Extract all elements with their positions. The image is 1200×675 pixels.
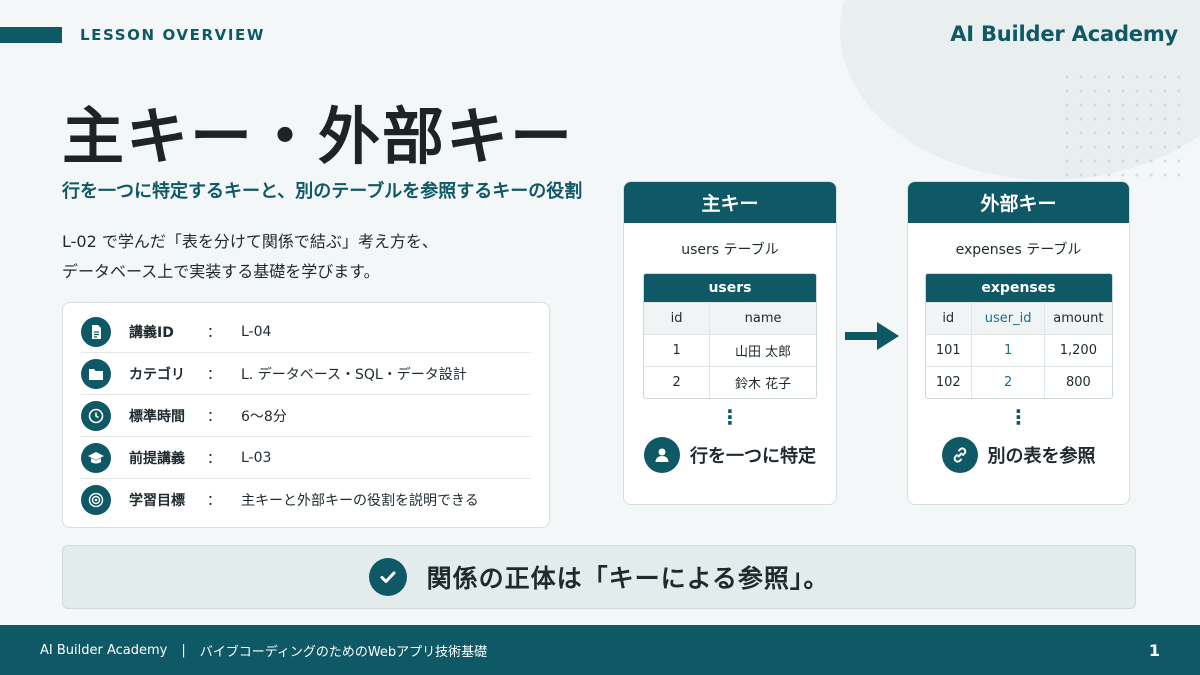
footer-course-title: バイブコーディングのためのWebアプリ技術基礎 <box>199 644 488 660</box>
table-caption: users テーブル <box>681 242 779 258</box>
info-label: カテゴリ <box>129 366 185 383</box>
key-takeaway-banner: 関係の正体は「キーによる参照」。 <box>62 545 1136 609</box>
footer-brand: AI Builder Academy <box>40 642 168 658</box>
info-value: 6〜8分 <box>241 408 287 425</box>
panel-footer: 別の表を参照 <box>908 437 1129 473</box>
table-row: 1 山田 太郎 <box>644 334 816 366</box>
panel-heading: 外部キー <box>908 182 1129 223</box>
primary-key-panel: 主キー users テーブル users id name 1 山田 太郎 2 鈴… <box>623 181 837 505</box>
column-header: name <box>709 303 816 334</box>
info-colon: ： <box>207 408 221 425</box>
column-header-foreign-key: user_id <box>971 303 1044 334</box>
graduation-cap-icon <box>81 442 111 473</box>
column-header: id <box>670 311 683 326</box>
page-subtitle: 行を一つに特定するキーと、別のテーブルを参照するキーの役割 <box>62 181 583 202</box>
panel-footer: 行を一つに特定 <box>624 437 836 473</box>
table-cell: 1 <box>672 343 681 358</box>
user-icon <box>644 437 680 473</box>
arrow-right-icon <box>845 322 899 350</box>
table-cell: 800 <box>1044 367 1111 398</box>
lead-line: L-02 で学んだ「表を分けて関係で結ぶ」考え方を、 <box>62 232 438 251</box>
brand-logo: AI Builder Academy <box>950 22 1178 46</box>
page-title: 主キー・外部キー <box>62 100 575 173</box>
info-row-lecture-id: 講義ID ： L-04 <box>81 311 531 353</box>
background-dot-grid <box>1060 70 1180 180</box>
clock-icon <box>81 400 111 431</box>
info-value: L. データベース・SQL・データ設計 <box>241 366 467 383</box>
column-header: id <box>942 311 955 326</box>
info-value: L-04 <box>241 323 272 340</box>
info-row-prerequisite: 前提講義 ： L-03 <box>81 437 531 479</box>
banner-text: 関係の正体は「キーによる参照」。 <box>426 564 830 593</box>
document-icon <box>81 316 111 347</box>
info-row-category: カテゴリ ： L. データベース・SQL・データ設計 <box>81 353 531 395</box>
expenses-table: expenses id user_id amount 101 1 1,200 1… <box>924 273 1113 399</box>
table-name: expenses <box>925 274 1112 302</box>
section-label: LESSON OVERVIEW <box>80 26 266 44</box>
panel-footer-label: 別の表を参照 <box>987 446 1096 467</box>
table-cell: 102 <box>935 375 961 390</box>
target-icon <box>81 485 111 515</box>
info-row-goal: 学習目標 ： 主キーと外部キーの役割を説明できる <box>81 479 531 521</box>
table-cell-foreign-key: 1 <box>971 335 1044 366</box>
table-caption: expenses テーブル <box>955 242 1082 258</box>
info-row-duration: 標準時間 ： 6〜8分 <box>81 395 531 437</box>
lead-text: L-02 で学んだ「表を分けて関係で結ぶ」考え方を、 データベース上で実装する基… <box>62 227 582 287</box>
table-cell: 2 <box>672 375 681 390</box>
page-number: 1 <box>1148 640 1160 660</box>
table-header-row: id name <box>644 302 816 334</box>
footer-bar: AI Builder Academy | バイブコーディングのためのWebアプリ… <box>0 625 1200 675</box>
panel-footer-label: 行を一つに特定 <box>690 446 816 467</box>
info-colon: ： <box>207 366 221 383</box>
table-row: 101 1 1,200 <box>925 334 1112 366</box>
foreign-key-panel: 外部キー expenses テーブル expenses id user_id a… <box>907 181 1130 505</box>
info-label: 標準時間 <box>129 408 185 425</box>
info-label: 前提講義 <box>129 450 185 467</box>
table-row: 2 鈴木 花子 <box>644 366 816 398</box>
info-value: L-03 <box>241 449 272 466</box>
table-name: users <box>644 274 816 302</box>
header-accent-bar <box>0 27 62 43</box>
table-cell: 101 <box>935 343 961 358</box>
lesson-info-card: 講義ID ： L-04 カテゴリ ： L. データベース・SQL・データ設計 標… <box>62 302 550 528</box>
table-cell: 山田 太郎 <box>709 335 816 366</box>
footer-separator: | <box>181 642 186 658</box>
info-value: 主キーと外部キーの役割を説明できる <box>241 493 479 509</box>
more-rows-ellipsis: ⋮ <box>1008 405 1029 429</box>
table-cell: 1,200 <box>1044 335 1111 366</box>
link-icon <box>941 437 978 473</box>
folder-icon <box>81 358 111 389</box>
panel-heading: 主キー <box>624 182 836 223</box>
lead-line: データベース上で実装する基礎を学びます。 <box>62 262 380 281</box>
info-colon: ： <box>207 324 221 341</box>
more-rows-ellipsis: ⋮ <box>720 405 740 429</box>
info-label: 学習目標 <box>129 493 185 509</box>
table-cell-foreign-key: 2 <box>971 367 1044 398</box>
info-colon: ： <box>207 450 221 467</box>
check-icon <box>368 558 407 596</box>
users-table: users id name 1 山田 太郎 2 鈴木 花子 <box>643 273 817 399</box>
info-label: 講義ID <box>129 324 174 341</box>
table-cell: 鈴木 花子 <box>709 367 816 398</box>
table-row: 102 2 800 <box>925 366 1112 398</box>
info-colon: ： <box>207 493 221 509</box>
column-header: amount <box>1044 303 1111 334</box>
table-header-row: id user_id amount <box>925 302 1112 334</box>
